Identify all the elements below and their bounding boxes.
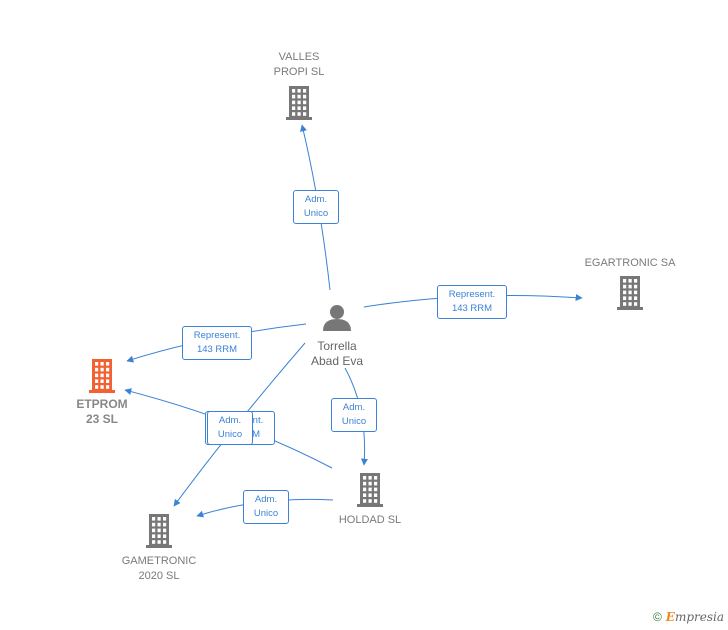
- edge-label-torrella-egartronic[interactable]: Represent. 143 RRM: [437, 285, 507, 319]
- footer-brand: © Empresia: [653, 610, 724, 624]
- node-label-egartronic[interactable]: EGARTRONIC SA: [584, 257, 676, 269]
- edge-label-holdad-gametronic[interactable]: Adm. Unico: [243, 490, 289, 524]
- building-icon[interactable]: [89, 359, 115, 393]
- building-icon[interactable]: [357, 473, 383, 507]
- edge-label-torrella-gametronic[interactable]: Adm. Unico: [207, 411, 253, 445]
- node-label-valles[interactable]: VALLES PROPI SL: [273, 51, 325, 78]
- copyright-icon: ©: [652, 610, 662, 624]
- empresia-logo: Empresia: [665, 610, 724, 624]
- building-icon[interactable]: [617, 276, 643, 310]
- node-label-torrella[interactable]: Torrella Abad Eva: [310, 339, 364, 368]
- node-label-holdad[interactable]: HOLDAD SL: [338, 514, 402, 526]
- edge-label-torrella-etprom[interactable]: Represent. 143 RRM: [182, 326, 252, 360]
- edge-label-torrella-holdad[interactable]: Adm. Unico: [331, 398, 377, 432]
- node-label-etprom[interactable]: ETPROM 23 SL: [76, 397, 128, 426]
- person-icon[interactable]: [323, 305, 351, 331]
- building-icon[interactable]: [146, 514, 172, 548]
- node-label-gametronic[interactable]: GAMETRONIC 2020 SL: [121, 555, 197, 582]
- edge-label-torrella-valles[interactable]: Adm. Unico: [293, 190, 339, 224]
- building-icon[interactable]: [286, 86, 312, 120]
